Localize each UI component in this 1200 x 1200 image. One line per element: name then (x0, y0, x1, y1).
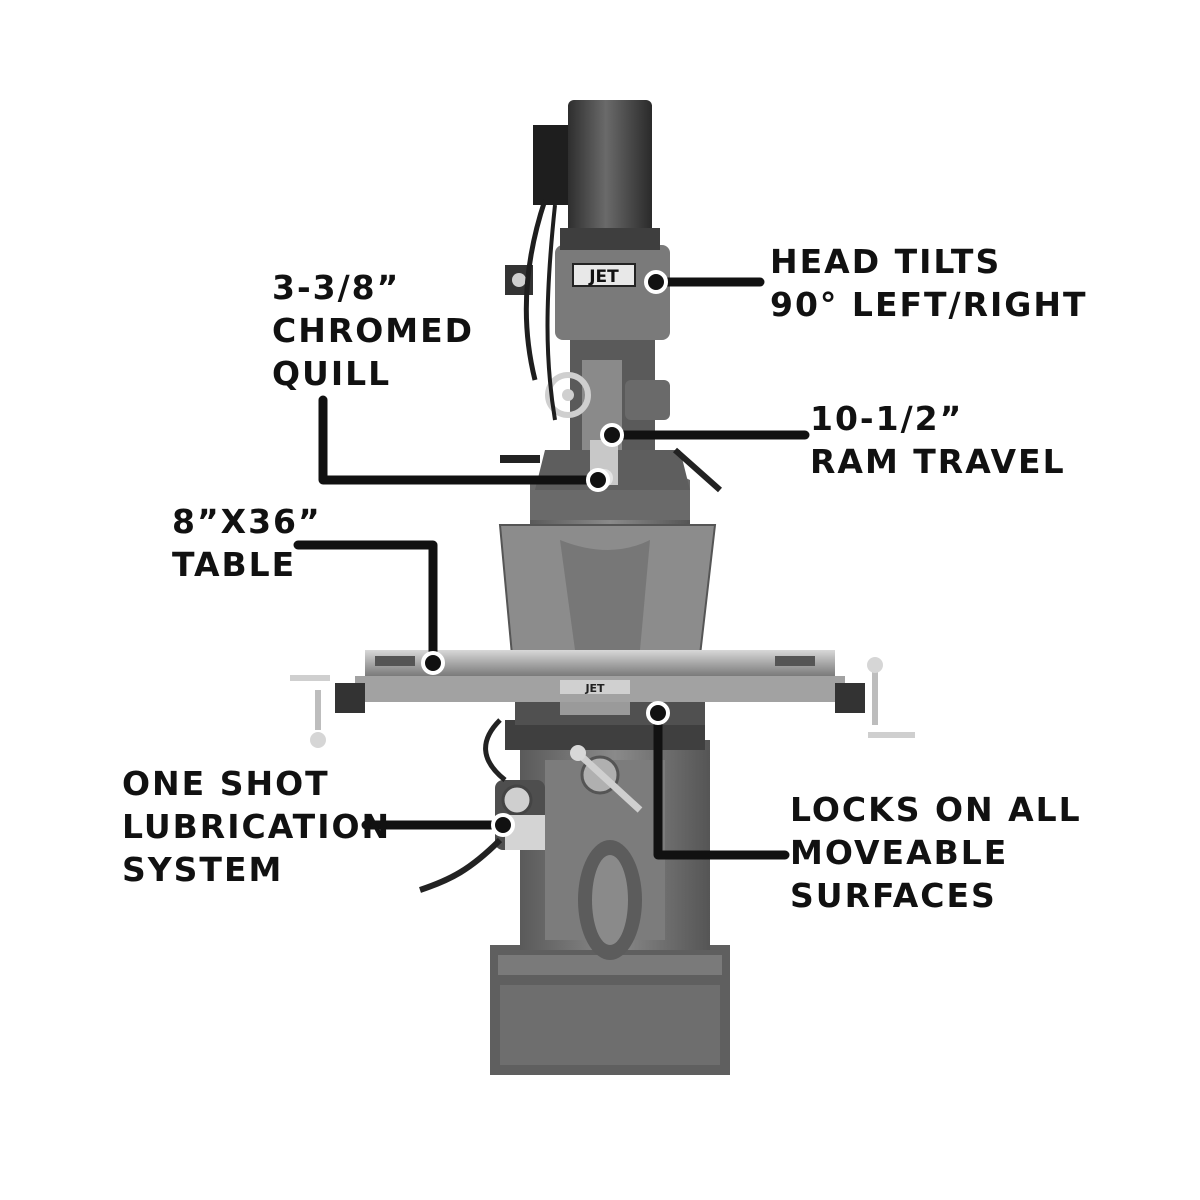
mill-head: JET (505, 245, 670, 450)
leader-quill (318, 395, 603, 485)
callout-quill-line-1: 3-3/8” (272, 268, 401, 307)
callout-quill-line-3: QUILL (272, 354, 392, 393)
dot-lube (491, 813, 515, 837)
leader-endpoints (421, 270, 670, 837)
callout-lubrication: ONE SHOT LUBRICATION SYSTEM (122, 762, 391, 891)
callout-ram-line-2: RAM TRAVEL (810, 442, 1066, 481)
callout-locks: LOCKS ON ALL MOVEABLE SURFACES (790, 788, 1082, 917)
callout-head-tilt-line-1: HEAD TILTS (770, 242, 1002, 281)
chip-guard (498, 524, 717, 656)
callout-ram-line-1: 10-1/2” (810, 399, 964, 438)
dot-quill (586, 468, 610, 492)
motor (523, 100, 660, 421)
leader-table (293, 540, 438, 668)
table-handwheel-left (290, 675, 365, 748)
leader-locks (653, 708, 790, 860)
table-logo: JET (584, 682, 605, 695)
callout-quill: 3-3/8” CHROMED QUILL (272, 266, 474, 395)
leader-lines (293, 277, 810, 860)
dot-head-tilt (644, 270, 668, 294)
callout-head-tilt: HEAD TILTS 90° LEFT/RIGHT (770, 240, 1088, 326)
callout-table-line-1: 8”X36” (172, 502, 322, 541)
table-handwheel-right (835, 657, 915, 738)
callout-lube-line-3: SYSTEM (122, 850, 284, 889)
callout-lube-line-2: LUBRICATION (122, 807, 392, 846)
dot-table (421, 651, 445, 675)
dot-locks (646, 701, 670, 725)
knee-crank (570, 745, 643, 813)
callout-ram-travel: 10-1/2” RAM TRAVEL (810, 397, 1066, 483)
machine-base (490, 945, 730, 1075)
callout-lube-line-1: ONE SHOT (122, 764, 330, 803)
callout-table-line-2: TABLE (172, 545, 297, 584)
callout-locks-line-1: LOCKS ON ALL (790, 790, 1082, 829)
callout-head-tilt-line-2: 90° LEFT/RIGHT (770, 285, 1088, 324)
column-knee (505, 720, 710, 960)
callout-table: 8”X36” TABLE (172, 500, 322, 586)
head-logo: JET (588, 267, 619, 287)
callout-locks-line-2: MOVEABLE (790, 833, 1009, 872)
dot-ram (600, 423, 624, 447)
callout-locks-line-3: SURFACES (790, 876, 997, 915)
callout-quill-line-2: CHROMED (272, 311, 475, 350)
